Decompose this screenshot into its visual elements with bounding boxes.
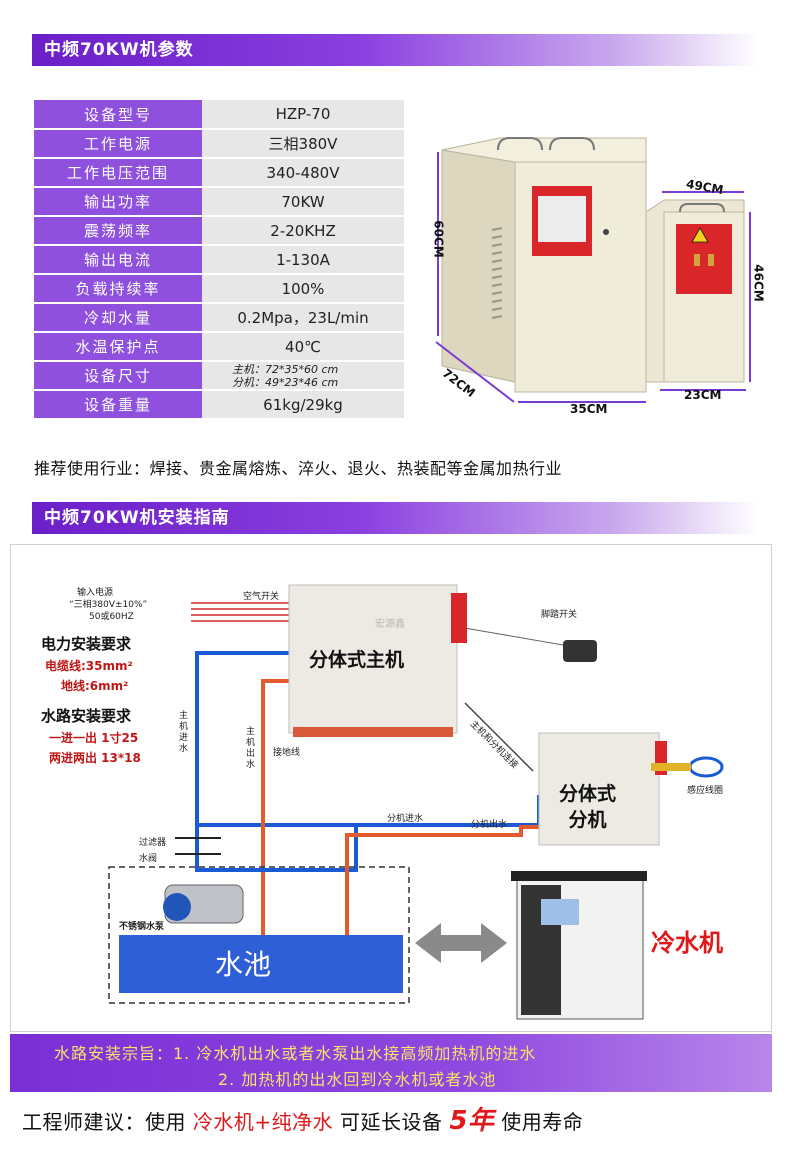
brand-logo-text: 宏源鑫 (375, 619, 405, 630)
section-header-install: 中频70KW机安装指南 (32, 502, 760, 534)
spec-value: 40℃ (202, 332, 404, 362)
spec-value: 0.2Mpa，23L/min (202, 303, 404, 333)
main-unit-label: 分体式主机 (309, 649, 405, 671)
main-water-in-label: 主机进水 (179, 711, 189, 754)
dim-main-width: 35CM (570, 402, 608, 416)
sub-water-out-label: 分机出水 (471, 820, 508, 830)
power-spec-label: “三相380V±10%” (69, 600, 148, 610)
pipe-diagram (108, 584, 724, 1020)
spec-value: 61kg/29kg (202, 390, 404, 420)
sub-unit-line1: 分体式 (559, 783, 617, 805)
water-req-2: 两进两出 13*18 (49, 751, 141, 765)
section-header-params: 中频70KW机参数 (32, 34, 760, 66)
ground-wire-spec: 地线:6mm² (61, 679, 129, 693)
spec-value: 340-480V (202, 158, 404, 188)
spec-value: 1-130A (202, 245, 404, 275)
spec-value: 70KW (202, 187, 404, 217)
spec-value: 2-20KHZ (202, 216, 404, 246)
chiller-label: 冷水机 (651, 929, 723, 957)
machine-illustration: 60CM 72CM 35CM 49CM 46CM 23CM (410, 120, 770, 430)
spec-label: 输出电流 (34, 245, 202, 275)
section-title: 中频70KW机参数 (44, 40, 194, 60)
pool-label: 水池 (215, 948, 272, 981)
air-switch-label: 空气开关 (243, 592, 280, 602)
cable-spec: 电缆线:35mm² (45, 659, 133, 673)
spec-label: 工作电源 (34, 129, 202, 159)
spec-label: 震荡频率 (34, 216, 202, 246)
size-sub: 分机：49*23*46 cm (232, 375, 339, 389)
valve-label: 水阀 (139, 854, 158, 864)
section-title: 中频70KW机安装指南 (44, 508, 230, 528)
spec-label: 冷却水量 (34, 303, 202, 333)
water-principle-bar: 水路安装宗旨：1. 冷水机出水或者水泵出水接高频加热机的进水 2. 加热机的出水… (10, 1034, 772, 1092)
size-main: 主机：72*35*60 cm (232, 362, 339, 376)
ground-label: 接地线 (273, 748, 301, 758)
spec-label: 工作电压范围 (34, 158, 202, 188)
spec-value: 主机：72*35*60 cm 分机：49*23*46 cm (202, 361, 404, 391)
power-input-label: 输入电源 (77, 588, 114, 598)
industry-text: 推荐使用行业：焊接、贵金属熔炼、淬火、退火、热装配等金属加热行业 (34, 459, 563, 478)
spec-label: 负载持续率 (34, 274, 202, 304)
spec-label: 设备重量 (34, 390, 202, 420)
main-water-out-label: 主机出水 (246, 727, 256, 770)
spec-label: 设备尺寸 (34, 361, 202, 391)
spec-value: 100% (202, 274, 404, 304)
advice-middle: 可延长设备 (339, 1110, 443, 1134)
principle-line2: 2. 加热机的出水回到冷水机或者水池 (218, 1070, 497, 1089)
foot-switch-label: 脚踏开关 (541, 610, 578, 620)
power-req-title: 电力安装要求 (41, 635, 132, 653)
dim-sub-height: 46CM (751, 264, 766, 302)
water-req-1: 一进一出 1寸25 (49, 731, 139, 745)
sub-unit-line2: 分机 (568, 809, 607, 831)
power-freq-label: 50或60HZ (89, 612, 134, 622)
spec-value: 三相380V (202, 129, 404, 159)
advice-prefix: 工程师建议：使用 (22, 1110, 186, 1134)
engineer-advice: 工程师建议：使用 冷水机+纯净水 可延长设备 5年 使用寿命 (22, 1100, 583, 1137)
table-row: 设备尺寸 主机：72*35*60 cm 分机：49*23*46 cm (34, 361, 404, 391)
advice-suffix: 使用寿命 (501, 1110, 584, 1134)
water-req-title: 水路安装要求 (41, 707, 132, 725)
spec-label: 输出功率 (34, 187, 202, 217)
spec-label: 设备型号 (34, 100, 202, 130)
principle-line1: 水路安装宗旨：1. 冷水机出水或者水泵出水接高频加热机的进水 (54, 1044, 537, 1063)
machine-drawing (435, 137, 751, 403)
sub-water-in-label: 分机进水 (387, 814, 424, 824)
advice-years: 5年 (449, 1106, 495, 1136)
advice-item: 冷水机+纯净水 (192, 1110, 334, 1134)
spec-value: HZP-70 (202, 100, 404, 130)
dim-main-height: 60CM (431, 220, 446, 258)
dim-sub-width: 23CM (684, 388, 722, 402)
sub-unit-label: 分体式 分机 (559, 781, 616, 833)
table-row: 工作电源三相380V (34, 129, 404, 159)
coil-label: 感应线圈 (687, 786, 724, 796)
install-diagram: 输入电源 “三相380V±10%” 50或60HZ 空气开关 电力安装要求 电缆… (10, 544, 772, 1032)
pump-label: 不锈钢水泵 (119, 922, 165, 932)
filter-label: 过滤器 (139, 838, 167, 848)
spec-label: 水温保护点 (34, 332, 202, 362)
